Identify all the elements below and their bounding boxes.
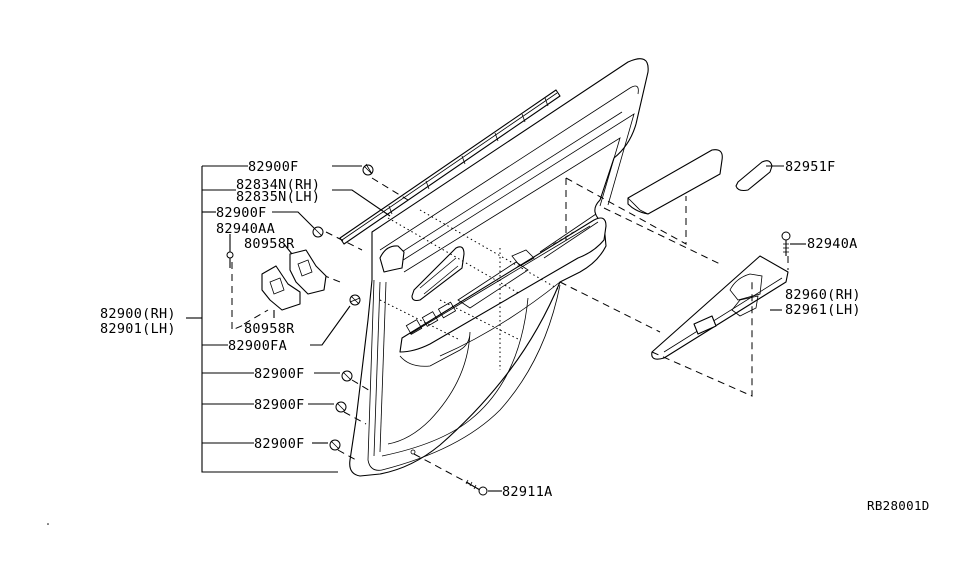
label-82940A: 82940A: [807, 236, 858, 252]
label-82900F-lower-1: 82900F: [254, 366, 305, 382]
reference-code: RB28001D: [867, 498, 930, 513]
label-82900F-second: 82900F: [216, 205, 267, 221]
bracket-80958R-lower[interactable]: [261, 265, 301, 311]
clip-82900F-lower-1[interactable]: [341, 370, 353, 382]
label-82900FA: 82900FA: [228, 338, 287, 354]
screw-82940A[interactable]: [781, 231, 791, 256]
label-82911A: 82911A: [502, 484, 553, 500]
label-82960-rh: 82960(RH): [785, 287, 861, 303]
cap-trim-82951F[interactable]: [735, 160, 773, 192]
clip-82900F-lower-3[interactable]: [329, 439, 341, 451]
armrest-base-82960[interactable]: [651, 255, 789, 360]
label-82834N-rh: 82834N(RH): [236, 177, 320, 193]
label-82900F-lower-3: 82900F: [254, 436, 305, 452]
label-82900F-top: 82900F: [248, 159, 299, 175]
label-82940AA: 82940AA: [216, 221, 275, 237]
label-80958R-lower: 80958R: [244, 321, 295, 337]
label-82951F: 82951F: [785, 159, 836, 175]
label-82961-lh: 82961(LH): [785, 302, 861, 318]
clip-82900F-lower-2[interactable]: [335, 401, 347, 413]
armrest-pad[interactable]: [627, 149, 723, 215]
label-82835N-lh: 82835N(LH): [236, 189, 320, 205]
label-82901-lh: 82901(LH): [100, 321, 176, 337]
clip-82900FA[interactable]: [349, 294, 361, 306]
door-trim-panel[interactable]: ꟷ ▭ ▭ ▭: [349, 58, 649, 477]
label-82900F-lower-2: 82900F: [254, 397, 305, 413]
label-82900-rh: 82900(RH): [100, 306, 176, 322]
bracket-80958R-upper[interactable]: [289, 249, 327, 295]
belt-seal-strip[interactable]: [339, 89, 561, 245]
clip-82900F-top[interactable]: [362, 163, 374, 176]
screw-82911A[interactable]: [465, 479, 488, 496]
stray-dot: [47, 523, 49, 525]
assembly-lines: [231, 177, 789, 485]
clip-82900F-second[interactable]: [312, 226, 324, 238]
label-80958R-upper: 80958R: [244, 236, 295, 252]
leader-lines: [186, 165, 806, 492]
